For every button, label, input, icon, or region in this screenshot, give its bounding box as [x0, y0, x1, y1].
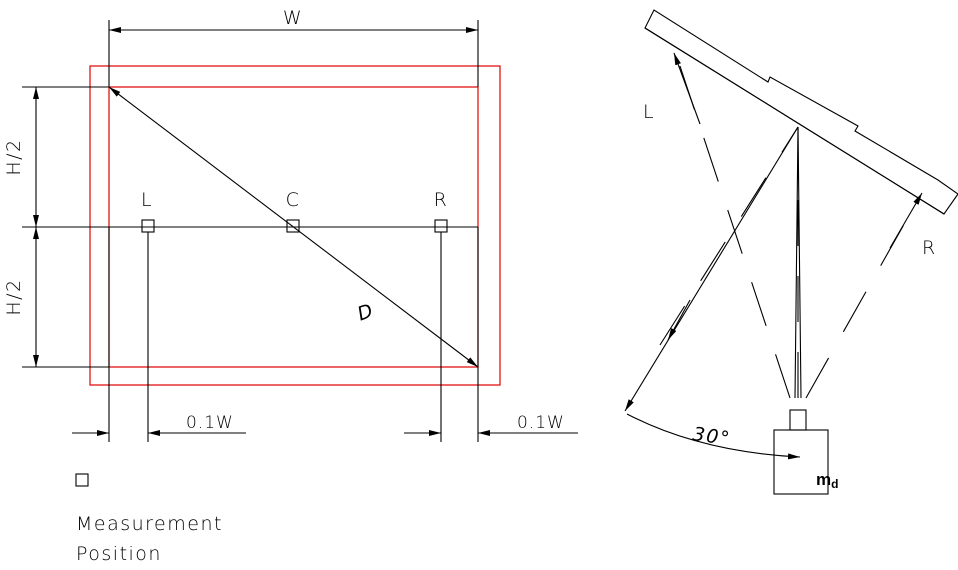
ray-to-left-dashed: [679, 65, 791, 399]
legend-square-icon: [75, 473, 89, 487]
legend-line2: Position: [76, 543, 162, 565]
arrow-left-lower: [667, 299, 691, 341]
arrow-to-right-point: [889, 192, 923, 249]
offset-right-label: 0.1W: [517, 413, 565, 433]
meter-label: md: [816, 470, 838, 491]
ray-left-label: L: [643, 101, 655, 123]
point-left-label: L: [141, 189, 153, 211]
measure-point-right: [434, 219, 448, 233]
ray-to-center-right: [797, 126, 802, 399]
ray-right-label: R: [922, 237, 937, 259]
screen-front-face: [644, 27, 945, 215]
arrow-to-left-point: [673, 52, 701, 125]
meter-lens: [789, 409, 807, 431]
diagonal-label: D: [355, 299, 378, 325]
ray-perp-to-center: [659, 126, 799, 346]
offset-left-label: 0.1W: [186, 413, 234, 433]
half-height-label-top: H/2: [3, 138, 25, 175]
front-view: W H/2 H/2 D L C R 0.1W 0.1W: [3, 7, 578, 442]
viewing-direction-line: [624, 126, 799, 412]
legend: Measurement Position: [75, 473, 223, 565]
meter-body-icon: [773, 429, 829, 495]
angle-label: 30°: [691, 423, 732, 450]
measure-point-left: [141, 219, 155, 233]
measure-point-center: [286, 219, 300, 233]
side-view: L R 30° md: [624, 9, 958, 495]
width-label: W: [283, 7, 303, 29]
diagonal-line: [108, 86, 479, 368]
ray-to-center-left: [794, 126, 799, 399]
tilted-screen-panel: [644, 9, 958, 215]
point-center-label: C: [286, 189, 301, 211]
legend-line1: Measurement: [76, 513, 223, 535]
angle-arc: [626, 413, 801, 460]
outer-screen-frame: [89, 65, 501, 386]
half-height-label-bottom: H/2: [3, 278, 25, 315]
point-right-label: R: [434, 189, 449, 211]
